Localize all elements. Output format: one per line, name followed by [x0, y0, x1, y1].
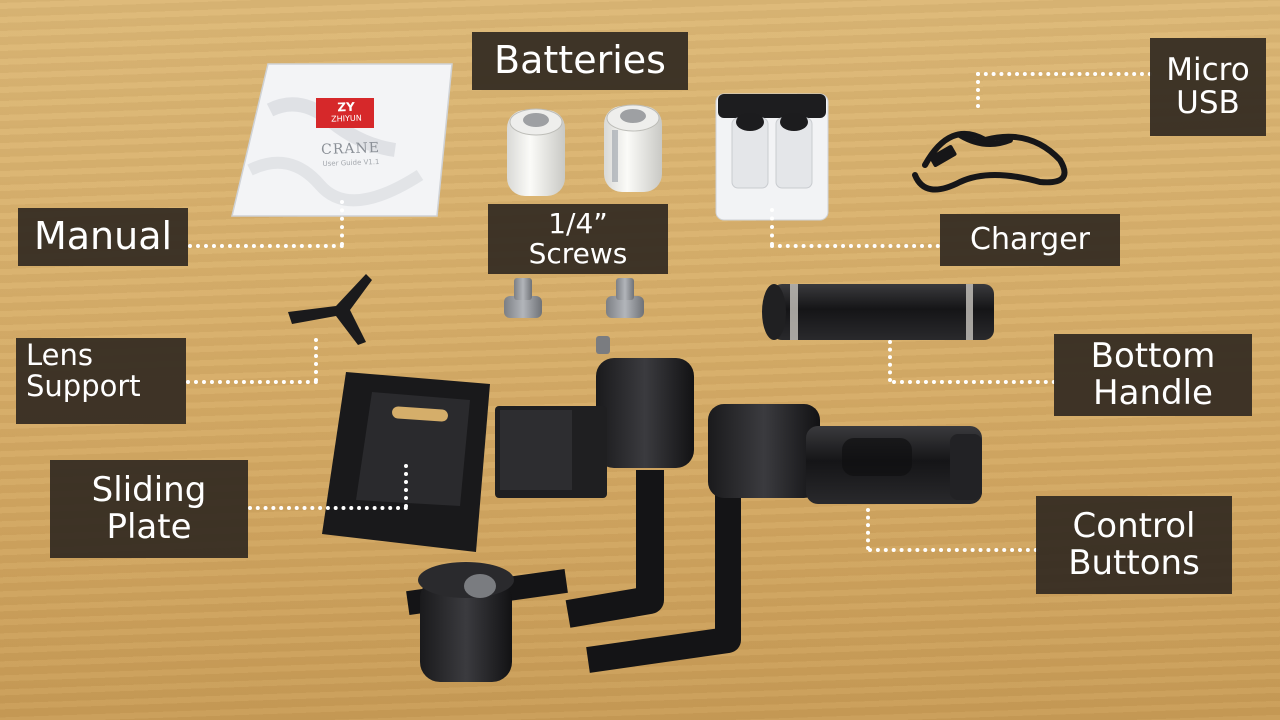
battery-charger — [715, 93, 829, 221]
manual-product-title: CRANE — [320, 139, 381, 159]
manual-brand: ZHIYUN — [331, 113, 362, 124]
lens-support-leader — [314, 338, 318, 382]
sliding-plate-leader — [404, 464, 408, 508]
manual-cover-text: ZY ZHIYUN CRANE User Guide V1.1 — [289, 98, 411, 169]
batteries-label: Batteries — [472, 32, 688, 90]
manual-leader — [340, 200, 344, 246]
lens-support-part — [288, 274, 372, 345]
screws — [504, 278, 644, 318]
control-buttons-label: Control Buttons — [1036, 496, 1232, 594]
bottom-handle-leader — [888, 340, 892, 382]
manual-leader — [188, 244, 344, 248]
lens-support-leader — [186, 380, 318, 384]
charger-leader — [770, 244, 940, 248]
bottom-handle-part — [762, 284, 994, 340]
micro-usb-leader — [976, 72, 1152, 76]
sliding-plate-label: Sliding Plate — [50, 460, 248, 558]
manual-booklet — [231, 63, 453, 217]
sliding-plate-leader — [248, 506, 408, 510]
manual-label: Manual — [18, 208, 188, 266]
gimbal-body — [406, 336, 982, 682]
sliding-plate-part — [322, 372, 607, 552]
control-buttons-leader — [866, 508, 870, 550]
batteries — [507, 104, 662, 196]
micro-usb-leader — [976, 72, 980, 108]
charger-leader — [770, 208, 774, 246]
micro-usb-label: Micro USB — [1150, 38, 1266, 136]
control-buttons-leader — [868, 548, 1038, 552]
screws-label: 1/4” Screws — [488, 204, 668, 274]
charger-label: Charger — [940, 214, 1120, 266]
micro-usb-cable — [912, 130, 1068, 193]
lens-support-label: Lens Support — [16, 338, 186, 424]
bottom-handle-label: Bottom Handle — [1054, 334, 1252, 416]
bottom-handle-leader — [892, 380, 1056, 384]
